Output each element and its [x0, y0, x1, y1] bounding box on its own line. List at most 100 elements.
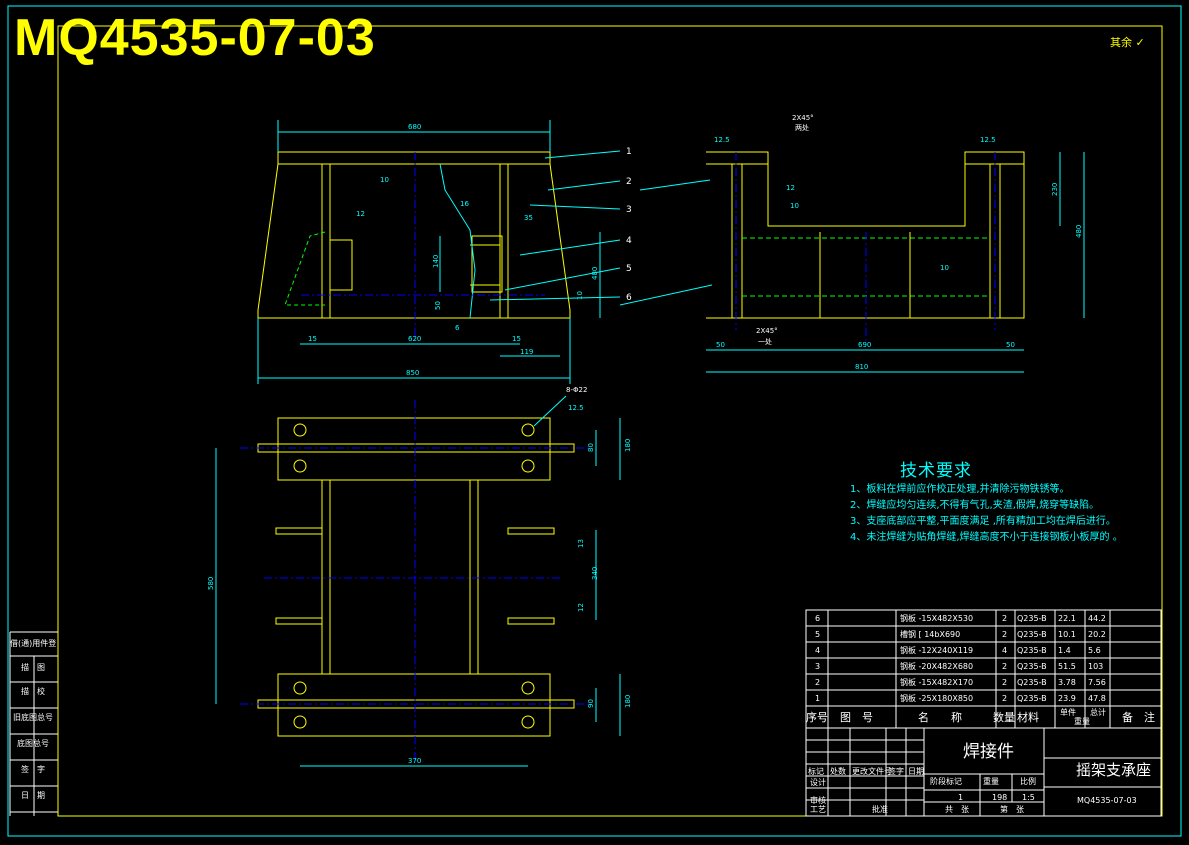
row6-material: Q235-B: [1017, 614, 1047, 623]
row5-material: Q235-B: [1017, 630, 1047, 639]
leader-side-2: [619, 284, 713, 306]
row6-unit: 22.1: [1058, 614, 1076, 623]
side-weld-2-note: 一处: [758, 337, 772, 346]
row4-total: 5.6: [1088, 646, 1101, 655]
part-balloon-1: 1: [626, 147, 632, 157]
dim-plan-mid2-text: 340: [591, 567, 599, 580]
scale-label: 比例: [1020, 777, 1036, 786]
leader-1: [544, 150, 621, 159]
row4-qty: 4: [1002, 646, 1008, 655]
row1-unit: 23.9: [1058, 694, 1076, 703]
assembly-name: 焊接件: [963, 742, 1014, 762]
dim-plan-mid1-text: 13: [577, 539, 585, 548]
leader-3: [529, 204, 621, 210]
row4-no: 4: [815, 646, 821, 655]
side-weld-5: 10: [940, 264, 949, 272]
dim-plan-v4-text: 180: [624, 695, 632, 708]
total-sheets-label: 共 张: [945, 805, 969, 814]
plan-hole-2: [293, 459, 307, 473]
side-weld-1-note: 两处: [795, 123, 809, 132]
sign-date: 日期: [908, 767, 924, 776]
stage-label: 阶段标记: [930, 777, 962, 786]
row4-material: Q235-B: [1017, 646, 1047, 655]
dim-plan-v3-text: 580: [207, 577, 215, 590]
part-balloon-5: 5: [626, 264, 632, 274]
dim-plan-width-text: 370: [408, 757, 421, 765]
row4-unit: 1.4: [1058, 646, 1071, 655]
weld-annot-4: 16: [460, 200, 469, 208]
roughness-note: 其余 ✓: [1110, 34, 1145, 50]
dim-front-bottom-text: 850: [406, 369, 419, 377]
plan-gusset-2: [275, 617, 323, 625]
plan-hole-3: [521, 423, 535, 437]
row3-material: Q235-B: [1017, 662, 1047, 671]
dim-side-h1-text: 230: [1051, 183, 1059, 196]
row6-qty: 2: [1002, 614, 1008, 623]
dim-front-left-text: 15: [308, 335, 317, 343]
side-label-trace: 描 图: [21, 663, 45, 672]
plan-hole-note: 8-Φ22: [566, 386, 587, 394]
leader-2: [547, 180, 621, 191]
dim-front-inner-text: 620: [408, 335, 421, 343]
sign-approve: 批准: [872, 805, 888, 814]
header-qty: 数量: [993, 711, 1015, 724]
side-label-borrowed: 借(通)用件登记: [10, 639, 56, 648]
scale-value: 1:5: [1022, 793, 1035, 802]
dim-side-mid-text: 690: [858, 341, 871, 349]
part-name: 摇架支承座: [1076, 761, 1152, 779]
row2-material: Q235-B: [1017, 678, 1047, 687]
dim-plan-mid3-text: 12: [577, 603, 585, 612]
side-weld-4: 10: [790, 202, 799, 210]
plan-gusset-1: [275, 527, 323, 535]
tech-requirement-2: 2、焊缝应均匀连续,不得有气孔,夹渣,假焊,烧穿等缺陷。: [850, 500, 1100, 511]
side-rough-1: 12.5: [714, 136, 730, 144]
dim-plan-v5-text: 90: [587, 699, 595, 708]
dim-side-right-text: 50: [1006, 341, 1015, 349]
header-no: 序号: [806, 711, 828, 724]
row3-unit: 51.5: [1058, 662, 1076, 671]
plan-hole-6: [293, 715, 307, 729]
dim-side-total-text: 810: [855, 363, 868, 371]
row1-no: 1: [815, 694, 821, 703]
side-label-check: 描 校: [21, 687, 45, 696]
part-balloon-6: 6: [626, 293, 632, 303]
sign-mark: 标记: [808, 767, 824, 776]
row5-qty: 2: [1002, 630, 1008, 639]
sign-design: 设计: [810, 778, 826, 787]
leader-4: [519, 239, 621, 256]
row5-name: 槽钢 [ 14bX690: [900, 630, 961, 639]
row4-name: 钢板 -12X240X119: [900, 646, 974, 655]
inner-frame: [57, 25, 1163, 817]
part-balloon-2: 2: [626, 177, 632, 187]
dim-plan-v1-text: 180: [624, 439, 632, 452]
row5-no: 5: [815, 630, 821, 639]
front-hidden-gusset: [284, 231, 326, 306]
sign-process: 工艺: [810, 805, 826, 814]
row1-qty: 2: [1002, 694, 1008, 703]
weld-annot-1: 10: [380, 176, 389, 184]
front-break-line: [439, 163, 476, 319]
side-label-old-number: 旧底图总号: [13, 713, 53, 722]
weld-annot-5: 35: [524, 214, 533, 222]
tech-requirement-4: 4、未注焊缝为贴角焊缝,焊缝高度不小于连接钢板小板厚的 。: [850, 532, 1123, 543]
side-weld-2: 2X45°: [756, 327, 778, 335]
tech-requirements-title: 技术要求: [900, 461, 972, 481]
row6-no: 6: [815, 614, 821, 623]
row1-material: Q235-B: [1017, 694, 1047, 703]
dim-side-h2-text: 480: [1075, 225, 1083, 238]
plan-gusset-4: [507, 617, 555, 625]
side-label-date: 日 期: [21, 791, 45, 800]
part-balloon-4: 4: [626, 236, 632, 246]
drawing-number-title: MQ4535-07-03: [14, 9, 376, 67]
row2-qty: 2: [1002, 678, 1008, 687]
tech-requirement-3: 3、支座底部应平整,平面度满足 ,所有精加工均在焊后进行。: [850, 516, 1116, 527]
header-weight: 重量: [1074, 717, 1090, 726]
row1-total: 47.8: [1088, 694, 1106, 703]
sign-change-doc: 更改文件号: [852, 767, 892, 776]
front-channel: [471, 235, 503, 293]
plan-hole-8: [521, 715, 535, 729]
tech-requirement-1: 1、板料在焊前应作校正处理,并清除污物铁锈等。: [850, 484, 1070, 495]
sign-sign: 签字: [888, 767, 904, 776]
header-unit-weight: 单件: [1060, 708, 1076, 717]
